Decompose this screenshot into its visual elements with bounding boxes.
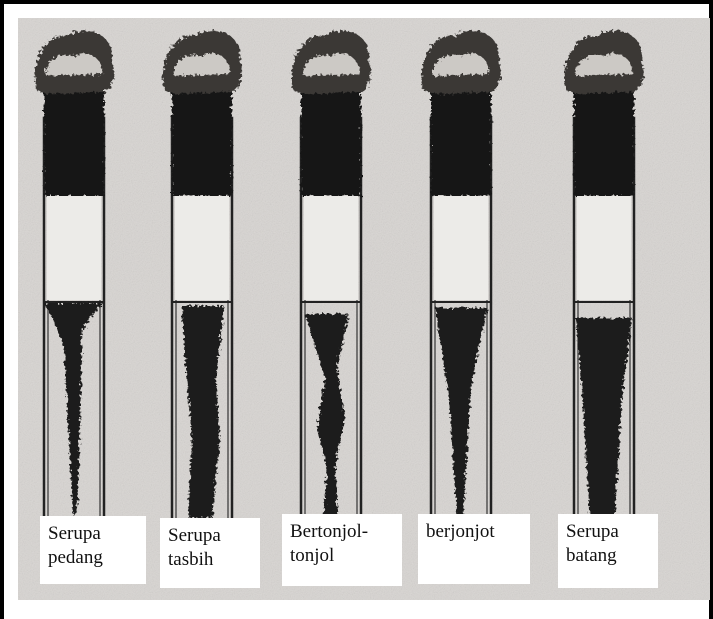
test-tubes-photo (18, 18, 710, 600)
label-rod-shaped: Serupa batang (558, 514, 658, 588)
label-beaded: Serupa tasbih (160, 518, 260, 588)
label-fringed: berjonjot (418, 514, 530, 584)
label-sword-shaped: Serupa pedang (40, 516, 146, 584)
label-knobby: Bertonjol- tonjol (282, 514, 402, 586)
